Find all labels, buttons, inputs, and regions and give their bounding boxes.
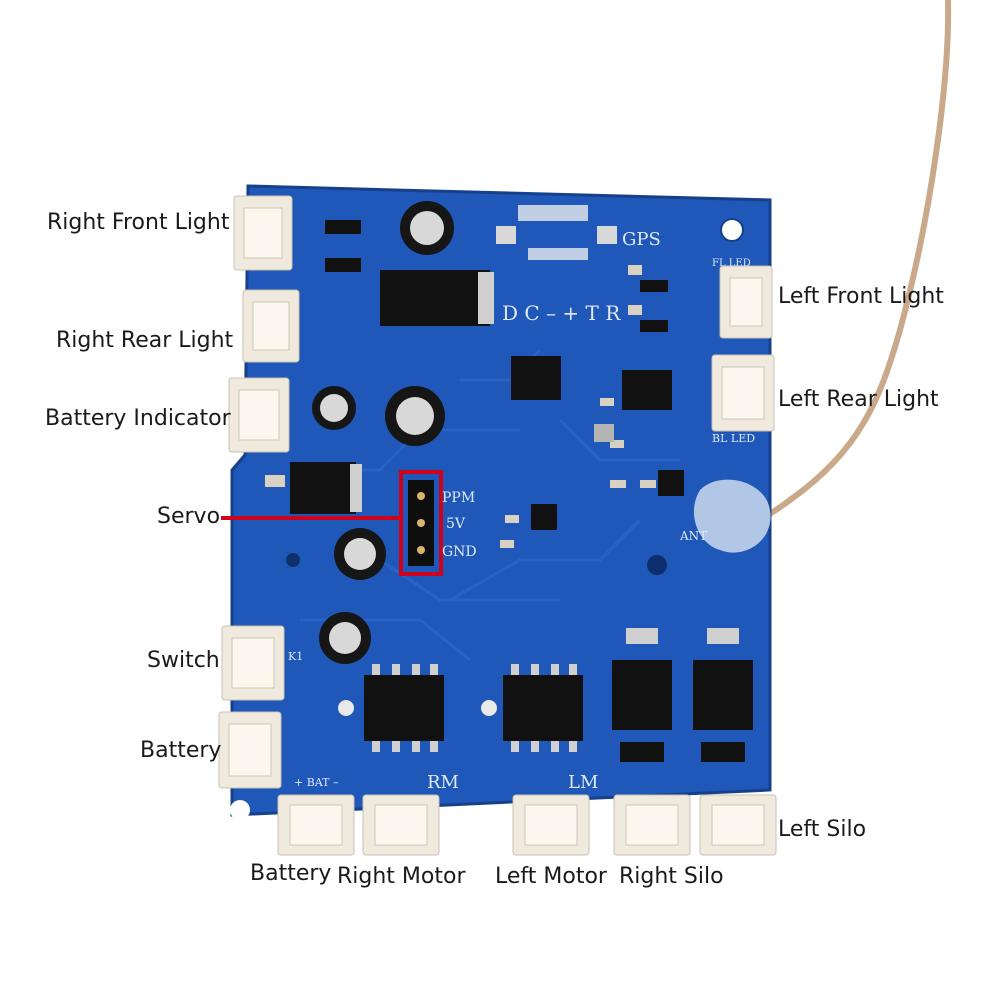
jst-connector-right-motor — [362, 794, 440, 856]
hot-glue-blob — [693, 479, 771, 553]
servo-highlight-box — [399, 470, 443, 576]
silkscreen-gps: GPS — [622, 229, 661, 250]
jst-connector-right-front-light — [233, 195, 293, 271]
microcontroller-chip — [511, 356, 561, 400]
silkscreen-ant: ANT — [679, 529, 707, 543]
silkscreen-rm: RM — [427, 772, 459, 793]
label-right-motor: Right Motor — [337, 864, 466, 889]
jst-connector-right-rear-light — [242, 289, 300, 363]
silkscreen-k1: K1 — [288, 650, 303, 663]
jst-connector-left-front-light — [719, 265, 773, 339]
silkscreen-lm: LM — [568, 772, 598, 793]
label-battery-bottom: Battery — [250, 861, 332, 886]
label-left-front-light: Left Front Light — [778, 284, 944, 309]
mosfet — [693, 628, 753, 762]
label-switch: Switch — [147, 648, 220, 673]
jst-connector-left-silo — [699, 794, 777, 856]
voltage-regulator — [290, 462, 362, 514]
label-right-rear-light: Right Rear Light — [56, 328, 234, 353]
jst-connector-right-silo — [613, 794, 691, 856]
motor-driver-chip — [503, 664, 583, 752]
silkscreen-dc-tr: D C – + T R — [502, 301, 621, 325]
label-servo: Servo — [157, 504, 221, 529]
label-right-silo: Right Silo — [619, 864, 724, 889]
label-left-rear-light: Left Rear Light — [778, 387, 939, 412]
antenna-cable — [745, 0, 952, 525]
voltage-regulator — [380, 270, 494, 326]
jst-connector-battery-indicator — [228, 377, 290, 453]
led — [481, 700, 497, 716]
crystal — [594, 424, 614, 442]
smd-components — [265, 220, 668, 548]
jst-connector-left-rear-light — [711, 354, 775, 432]
silkscreen-fl-led: FL LED — [712, 258, 751, 269]
gps-header — [496, 205, 617, 260]
silkscreen-5v: 5V — [446, 516, 466, 532]
led — [338, 700, 354, 716]
mounting-hole — [230, 800, 250, 820]
jst-connector-left-motor — [512, 794, 590, 856]
capacitor — [312, 386, 356, 430]
silkscreen-gnd: GND — [442, 544, 477, 560]
jst-connector-battery-bottom — [277, 794, 355, 856]
silkscreen-ppm: PPM — [442, 490, 475, 506]
jst-connector-switch — [221, 625, 285, 701]
servo-pin-header — [408, 480, 434, 566]
capacitor — [400, 201, 454, 255]
mosfet — [612, 628, 672, 762]
motor-driver-chip — [364, 664, 444, 752]
label-battery-indicator: Battery Indicator — [45, 406, 231, 431]
jst-connector-battery-left — [218, 711, 282, 789]
mounting-hole — [286, 553, 300, 567]
mounting-hole — [720, 218, 744, 242]
ic-chip — [622, 370, 672, 410]
capacitor — [334, 528, 386, 580]
capacitor — [385, 386, 445, 446]
capacitor — [319, 612, 371, 664]
silkscreen-bat: + BAT – — [294, 776, 339, 789]
label-right-front-light: Right Front Light — [47, 210, 230, 235]
ic-chip — [531, 504, 557, 530]
pcb-traces — [300, 348, 680, 662]
mounting-hole — [647, 555, 667, 575]
silkscreen-bl-led: BL LED — [712, 432, 755, 445]
label-left-silo: Left Silo — [778, 817, 867, 842]
label-battery-left: Battery — [140, 738, 222, 763]
ic-chip — [658, 470, 684, 496]
label-left-motor: Left Motor — [495, 864, 607, 889]
